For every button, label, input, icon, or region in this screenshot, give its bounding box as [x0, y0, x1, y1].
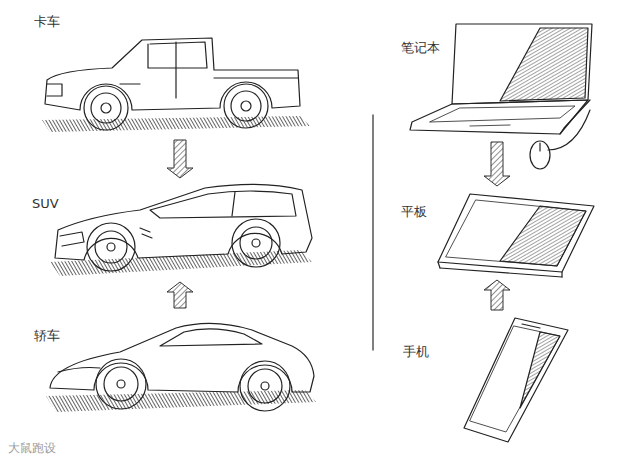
- sketch-item: SUV: [25, 182, 315, 278]
- item-label: 卡车: [33, 14, 61, 30]
- sketch-item: 轿车: [25, 312, 315, 414]
- sketch-item: 手机: [398, 314, 598, 444]
- item-label: 轿车: [33, 328, 61, 344]
- sketch-item: 平板: [398, 190, 598, 276]
- hatched-arrow: [167, 282, 193, 308]
- hatched-arrow: [484, 280, 510, 310]
- divider-line: [372, 115, 374, 350]
- truck-sketch: [42, 38, 310, 132]
- hatched-arrow: [484, 142, 510, 186]
- phone-sketch: [464, 318, 568, 442]
- sketch-item: 笔记本: [398, 18, 598, 138]
- item-label: SUV: [31, 196, 60, 212]
- item-label: 笔记本: [400, 40, 441, 56]
- watermark: 大鼠跑设: [8, 440, 56, 457]
- item-label: 平板: [400, 204, 428, 220]
- hatched-arrow: [167, 140, 193, 178]
- sketch-item: 卡车: [25, 14, 315, 136]
- tablet-sketch: [438, 194, 594, 277]
- sedan-sketch: [46, 323, 316, 412]
- item-label: 手机: [402, 344, 430, 360]
- suv-sketch: [50, 184, 312, 276]
